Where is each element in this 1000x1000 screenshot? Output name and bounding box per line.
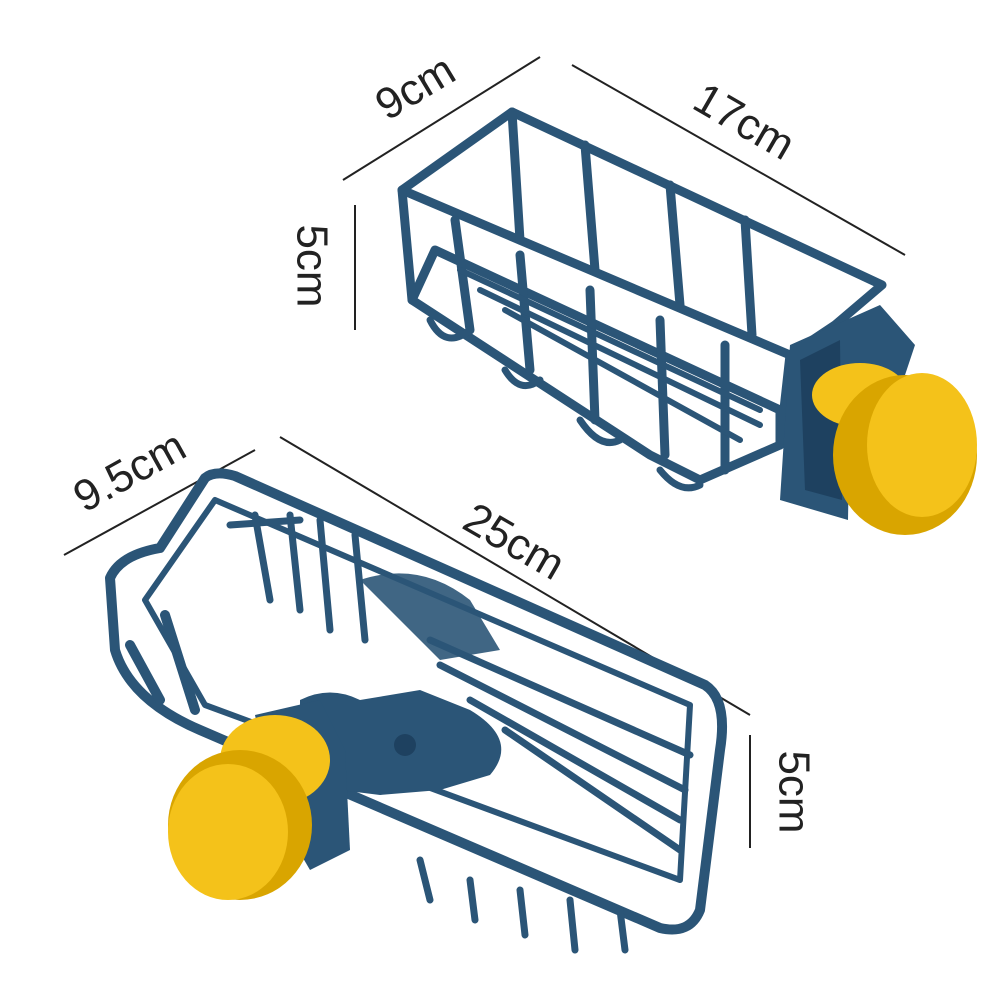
small-knob-face [867, 373, 977, 517]
large-basket-rim [105, 468, 728, 935]
small-basket-rim [397, 107, 887, 360]
small-width-line [342, 56, 541, 181]
large-height-label: 5cm [769, 750, 819, 834]
large-basket [105, 468, 728, 954]
small-basket-clamp [780, 305, 977, 535]
large-basket-clamp [168, 700, 350, 900]
small-length-line [571, 64, 906, 256]
small-height-label: 5cm [287, 224, 337, 308]
large-knob-face [168, 764, 288, 900]
small-basket [397, 107, 887, 492]
large-width-line [63, 449, 256, 556]
large-basket-brace [300, 573, 502, 795]
